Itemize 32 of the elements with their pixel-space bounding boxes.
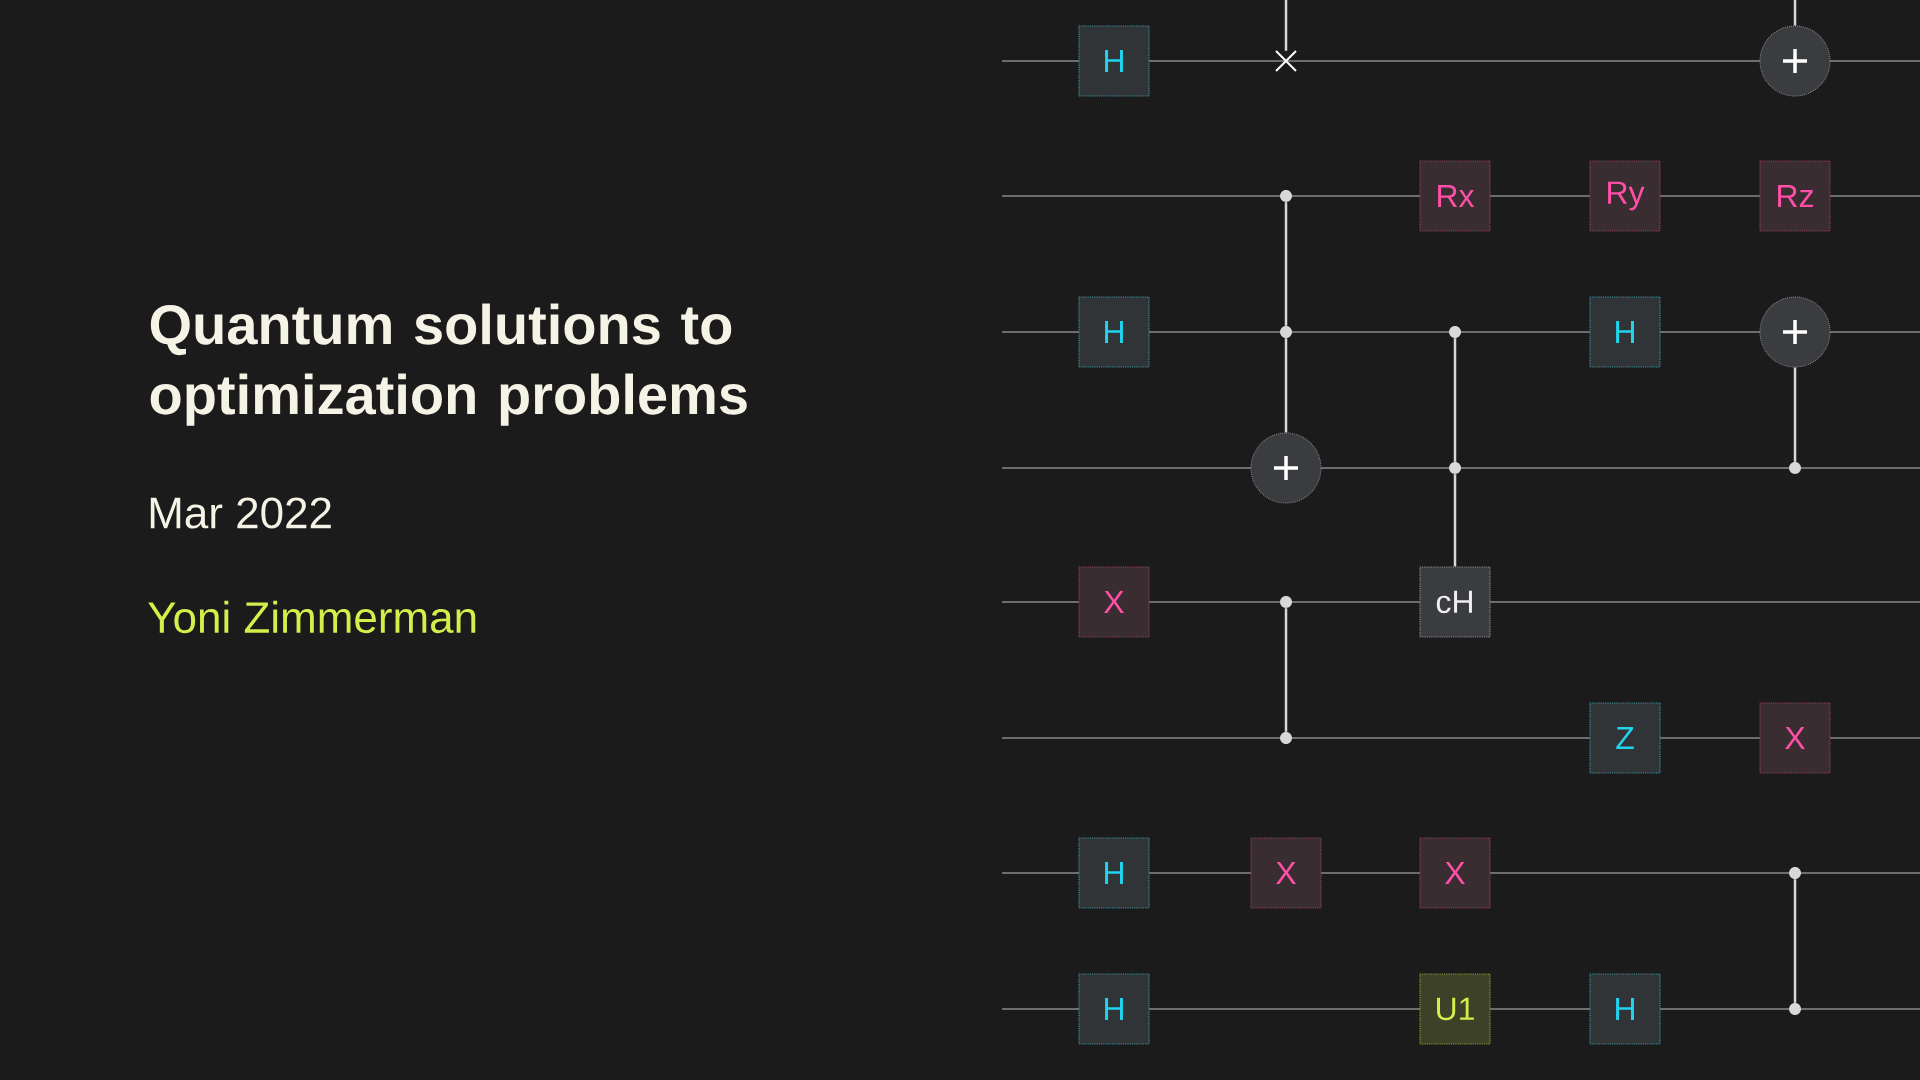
gate-box: X xyxy=(1078,566,1150,638)
gate-box: H xyxy=(1078,837,1150,909)
target-circle xyxy=(1250,432,1322,504)
gate-box: X xyxy=(1759,702,1831,774)
control-line xyxy=(1793,879,1797,1003)
control-line xyxy=(1453,338,1457,462)
gate-box: H xyxy=(1078,973,1150,1045)
gate-box: X xyxy=(1250,837,1322,909)
target-circle xyxy=(1759,296,1831,368)
gate-box: Rz xyxy=(1759,160,1831,232)
gate-box: H xyxy=(1589,973,1661,1045)
control-line xyxy=(1284,202,1288,326)
target-circle xyxy=(1759,25,1831,97)
gate-box: U1 xyxy=(1419,973,1491,1045)
control-line xyxy=(1793,367,1797,462)
gate-box: Rx xyxy=(1419,160,1491,232)
gate-box: Z xyxy=(1589,702,1661,774)
swap-cross xyxy=(1275,50,1297,72)
gate-box: X xyxy=(1419,837,1491,909)
gate-box: H xyxy=(1589,296,1661,368)
gate-box: cH xyxy=(1419,566,1491,638)
author-name: Yoni Zimmerman xyxy=(148,600,476,634)
gate-box: Ry xyxy=(1589,160,1661,232)
gate-box: H xyxy=(1078,296,1150,368)
title: Quantum solutions to optimization problems xyxy=(150,303,747,426)
gate-box: H xyxy=(1078,25,1150,97)
control-line xyxy=(1284,608,1288,732)
date: Mar 2022 xyxy=(150,497,331,529)
control-line xyxy=(1284,0,1288,51)
control-line xyxy=(1284,338,1288,433)
control-line xyxy=(1453,474,1457,567)
control-line xyxy=(1793,0,1797,26)
